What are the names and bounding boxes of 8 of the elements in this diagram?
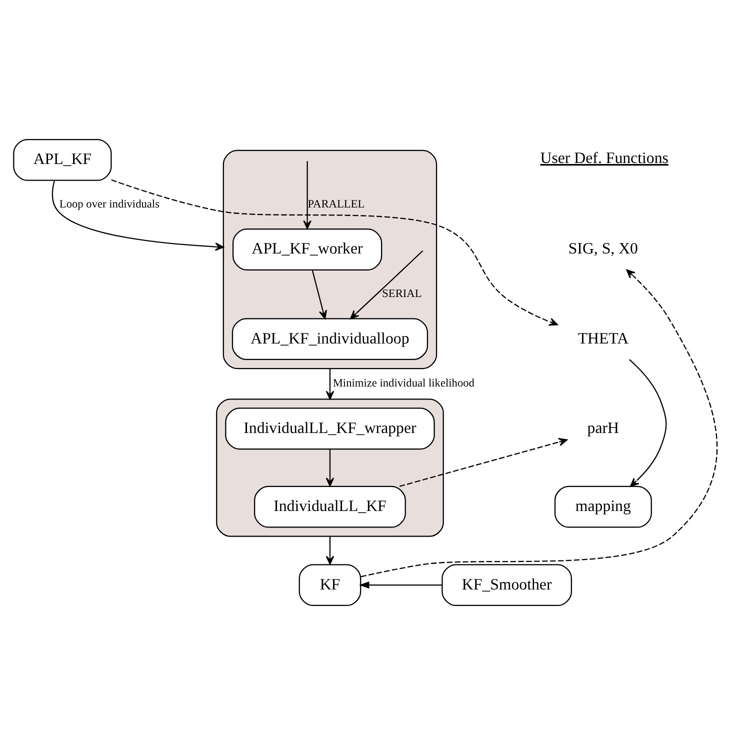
node-text: SIG, S, X0 bbox=[568, 240, 638, 258]
node-text: THETA bbox=[577, 330, 628, 347]
edge-label: Minimize individual likelihood bbox=[332, 377, 474, 390]
node-text: parH bbox=[586, 419, 619, 436]
edge-label: Loop over individuals bbox=[58, 198, 160, 210]
label: User Def. Functions bbox=[540, 150, 668, 166]
edge-label: SERIAL bbox=[382, 288, 422, 300]
edge-label: PARALLEL bbox=[307, 198, 364, 210]
